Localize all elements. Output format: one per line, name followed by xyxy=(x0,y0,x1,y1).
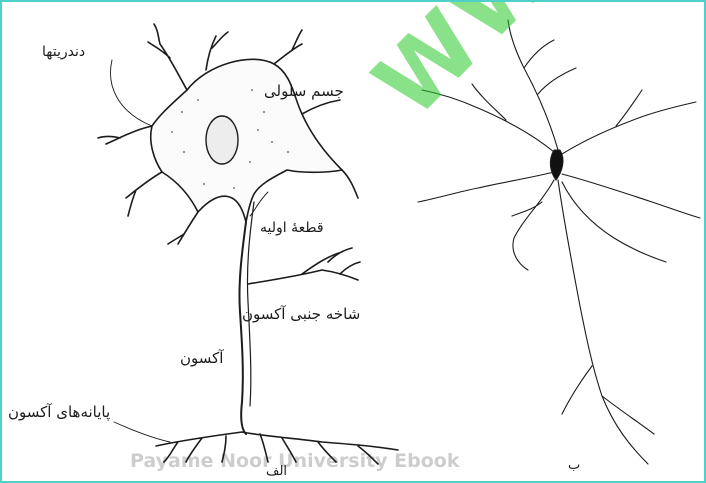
axon-terminals xyxy=(156,432,398,464)
leader-line-dendrites xyxy=(111,60,152,126)
label-axon-terminals: پایانه‌های آکسون xyxy=(8,403,110,421)
dendrite xyxy=(98,126,152,144)
dendrite xyxy=(302,100,340,114)
neuron-b-basal-dendrite xyxy=(562,182,666,262)
label-initial-segment: قطعۀ اولیه xyxy=(260,220,324,236)
neuron-b-axon xyxy=(558,180,654,464)
neuron-b-soma xyxy=(550,150,563,180)
nucleus xyxy=(206,116,238,164)
label-axon: آکسون xyxy=(180,349,223,367)
dendrite xyxy=(148,24,187,90)
dendrite xyxy=(168,212,198,244)
dendrite xyxy=(342,170,358,198)
axon-collateral xyxy=(248,248,360,284)
dendrite xyxy=(274,30,302,64)
neuron-b-dendrite xyxy=(418,172,554,202)
label-panel-b: ب xyxy=(568,458,580,473)
axon xyxy=(239,222,246,434)
label-dendrites: دندریتها xyxy=(42,44,85,60)
neuron-a xyxy=(98,24,398,464)
neuron-b-basal-dendrite xyxy=(512,180,554,270)
label-axon-collateral: شاخه جنبی آکسون xyxy=(242,305,360,323)
neuron-b-dendrite xyxy=(562,90,696,154)
dendrite xyxy=(126,172,162,216)
label-panel-a: الف xyxy=(266,464,287,479)
label-cell-body: جسم سلولی xyxy=(264,82,344,100)
leader-line-terminals xyxy=(114,422,170,442)
